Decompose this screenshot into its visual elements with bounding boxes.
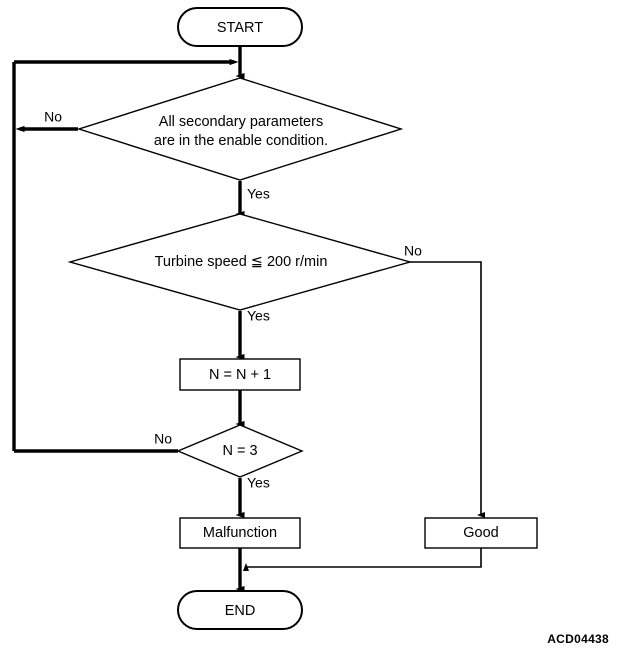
turbine-decision-label: Turbine speed ≦ 200 r/min [155,254,328,270]
counter-process-label: N = N + 1 [209,367,271,383]
reference-code: ACD04438 [547,632,609,646]
node-result-malfunction: Malfunction [179,517,301,549]
malfunction-shape [179,517,301,549]
edge-good-to-end [243,548,482,571]
node-process-counter: N = N + 1 [179,358,301,391]
node-start: START [177,7,303,47]
secondary-decision-shape [76,77,404,181]
start-label: START [217,20,263,36]
node-decision-counter: N = 3 [176,424,304,478]
node-result-good: Good [424,517,538,549]
edge-label-secondary-no: No [44,109,62,125]
node-decision-turbine-speed: Turbine speed ≦ 200 r/min [67,213,413,311]
counter-decision-label: N = 3 [222,443,257,459]
malfunction-label: Malfunction [203,525,277,541]
edge-label-turbine-no: No [404,243,422,259]
end-terminator-shape [177,590,303,630]
turbine-decision-shape [67,213,413,311]
edge-label-counter-no: No [154,431,172,447]
edge-turbine-no [410,261,485,518]
good-shape [424,517,538,549]
counter-process-shape [179,358,301,391]
node-decision-secondary-parameters: All secondary parameters are in the enab… [76,77,404,181]
node-end: END [177,590,303,630]
secondary-decision-label-line1: All secondary parameters [159,114,323,130]
edge-label-turbine-yes: Yes [247,308,270,324]
good-label: Good [463,525,498,541]
end-label: END [225,603,256,619]
counter-decision-shape [176,424,304,478]
edge-label-secondary-yes: Yes [247,186,270,202]
edge-label-counter-yes: Yes [247,475,270,491]
start-terminator-shape [177,7,303,47]
secondary-decision-label-line2: are in the enable condition. [154,133,328,149]
